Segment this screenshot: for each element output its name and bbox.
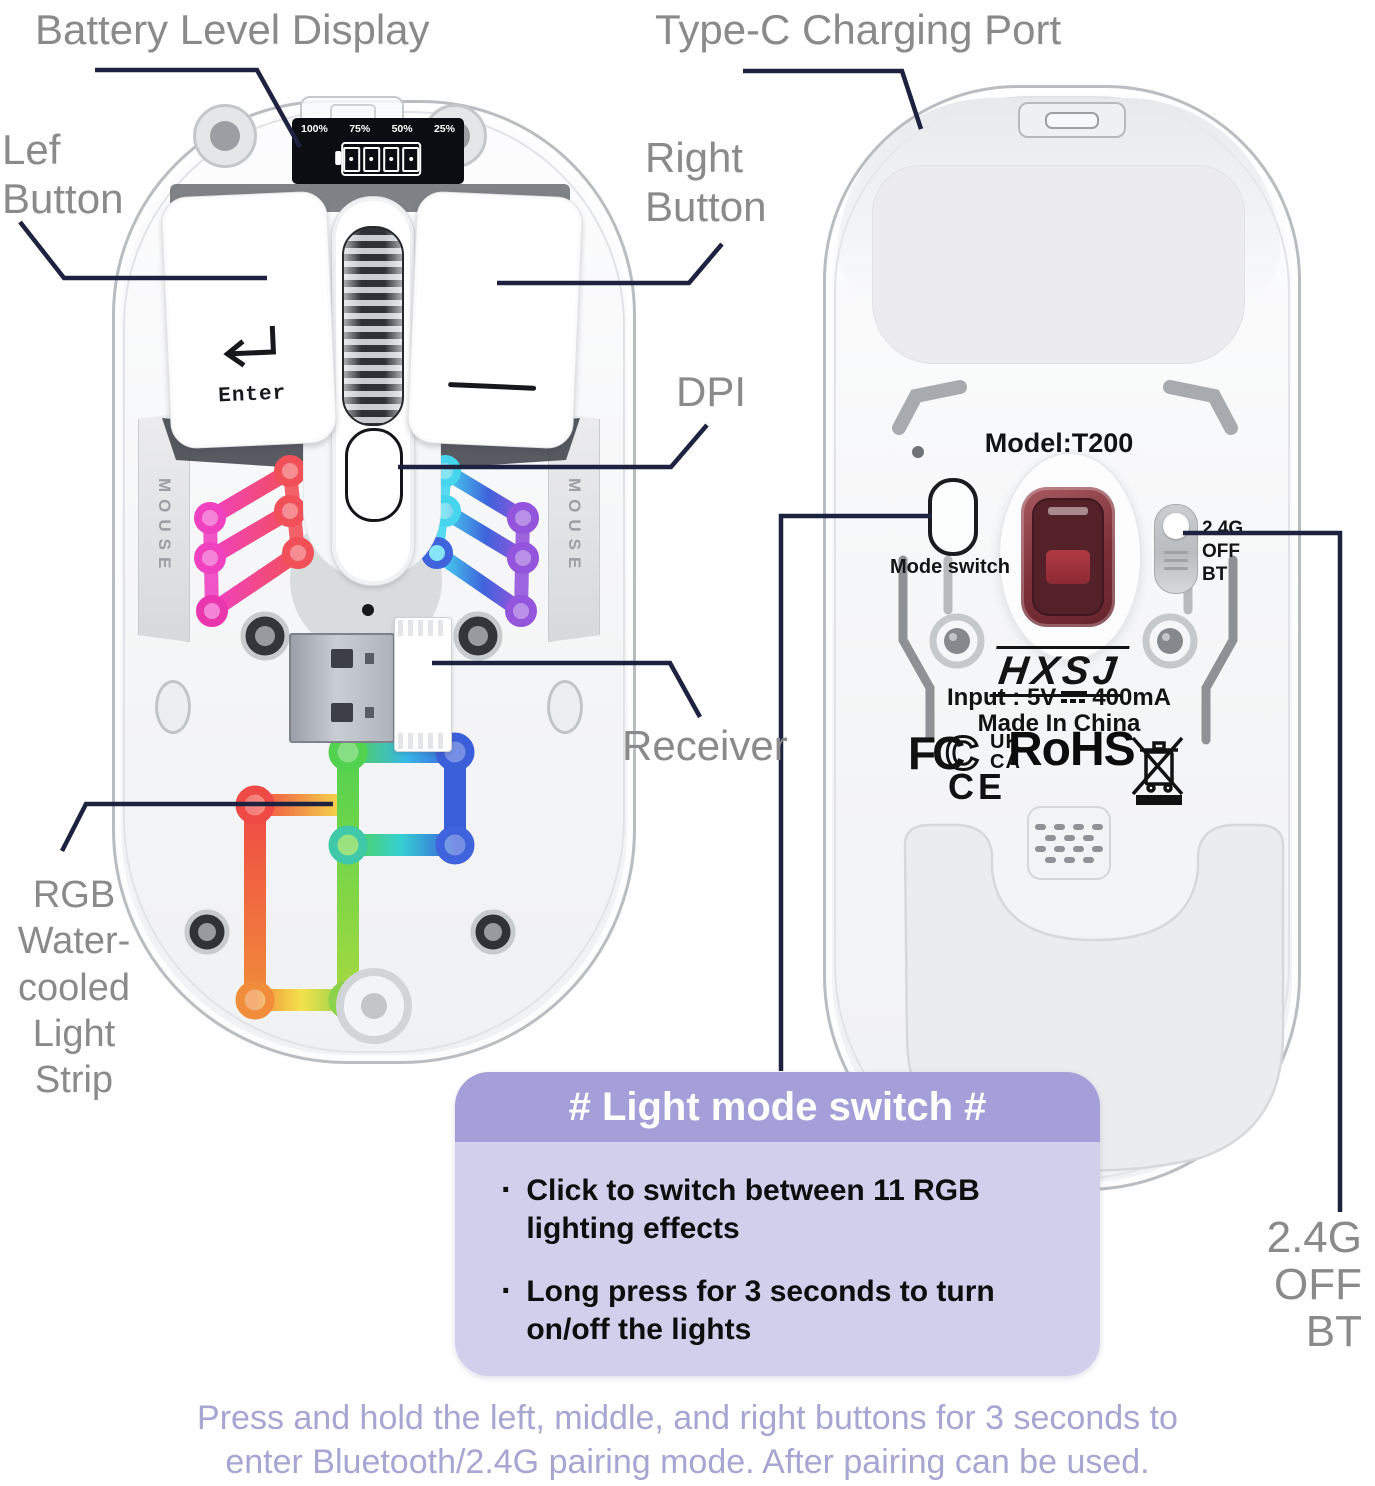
input-rating-suffix: 400mA: [1092, 684, 1172, 711]
battery-pct-25: 25%: [433, 123, 455, 135]
label-battery-display: Battery Level Display: [35, 6, 430, 53]
dc-symbol-icon: [1061, 690, 1088, 705]
battery-pct-50: 50%: [391, 123, 413, 135]
label-left-button: Lef Button: [2, 126, 124, 222]
sensor-slot: [1048, 507, 1088, 515]
input-rating: Input : 5V 400mA: [823, 684, 1295, 712]
usb-receiver-body: [394, 617, 452, 752]
pairing-instructions: Press and hold the left, middle, and rig…: [197, 1399, 1178, 1482]
connection-mode-slider: [1154, 504, 1198, 594]
usb-ribs: [398, 733, 448, 749]
type-c-port: [1018, 102, 1126, 138]
slider-position-labels: 2.4G OFF BT: [1202, 517, 1243, 586]
enter-key-label: Enter: [217, 382, 287, 409]
battery-pct-75: 75%: [349, 123, 371, 135]
slider-label-24g: 2.4G: [1202, 518, 1244, 539]
fcc-logo: FCC: [908, 726, 980, 781]
scroll-wheel: [342, 226, 404, 426]
screw-icon: [193, 104, 257, 168]
enter-arrow-icon: [223, 325, 277, 368]
usb-ribs: [398, 620, 448, 636]
type-c-port-slot: [1045, 112, 1099, 129]
ukca-logo: UK CA: [990, 731, 1021, 773]
battery-pct-100: 100%: [301, 123, 328, 135]
oval-screw-icon: [155, 680, 191, 734]
battery-cell: [382, 146, 400, 172]
mouse-side-text: MOUSE: [565, 478, 584, 576]
infobox-title: # Light mode switch #: [455, 1072, 1100, 1142]
usb-pin: [365, 653, 374, 664]
label-receiver: Receiver: [622, 722, 788, 769]
line-typec: [743, 68, 924, 130]
bottom-center-ring: [336, 968, 412, 1044]
usb-pin: [365, 707, 374, 718]
speaker-grille: [1027, 806, 1111, 880]
battery-cell: [402, 146, 420, 172]
glide-pad-top: [872, 165, 1245, 364]
usb-contact-hole: [331, 649, 353, 668]
weee-bar: [1136, 795, 1182, 805]
side-frame-left: MOUSE: [138, 412, 190, 642]
slider-knob: [1163, 513, 1189, 539]
right-mouse-button: [406, 190, 584, 450]
sensor-housing: [1032, 498, 1104, 616]
label-typec-port: Type-C Charging Port: [655, 6, 1062, 53]
made-in-label: Made In China: [977, 710, 1141, 737]
sensor-window: [1046, 550, 1090, 585]
slider-label-bt: BT: [1202, 564, 1228, 585]
infobox-bullet-2: · Long press for 3 seconds to turn on/of…: [501, 1272, 995, 1346]
infobox-bullet-1: · Click to switch between 11 RGB lightin…: [501, 1171, 980, 1245]
optical-sensor: [1021, 487, 1115, 627]
mouse-side-text: MOUSE: [155, 478, 174, 576]
rohs-logo: RoHS: [1008, 723, 1136, 776]
label-rgb-strip: RGB Water- cooled Light Strip: [17, 874, 131, 1102]
label-wireless-modes: 2.4G OFF BT: [1266, 1213, 1362, 1357]
ce-logo: CE: [948, 766, 1007, 807]
dpi-button: [345, 428, 403, 522]
battery-level-display: 100% 75% 50% 25%: [292, 118, 464, 184]
slider-label-off: OFF: [1202, 541, 1240, 562]
light-mode-switch-button: [928, 478, 978, 556]
usb-contact-hole: [331, 703, 353, 722]
label-dpi: DPI: [676, 368, 747, 415]
left-mouse-button: Enter: [160, 190, 338, 450]
right-button-mark: [448, 382, 537, 391]
oval-screw-icon: [547, 680, 583, 734]
usb-receiver-plug: [289, 633, 395, 743]
label-right-button: Right Button: [645, 134, 767, 230]
battery-cell: [343, 146, 360, 172]
battery-cell: [362, 146, 380, 172]
mode-switch-label: Mode switch: [889, 556, 1010, 578]
model-label: Model:T200: [984, 428, 1134, 458]
battery-icon: [335, 142, 422, 176]
light-mode-switch-infobox: # Light mode switch # · Click to switch …: [455, 1072, 1100, 1376]
input-rating-prefix: Input : 5V: [946, 684, 1057, 711]
